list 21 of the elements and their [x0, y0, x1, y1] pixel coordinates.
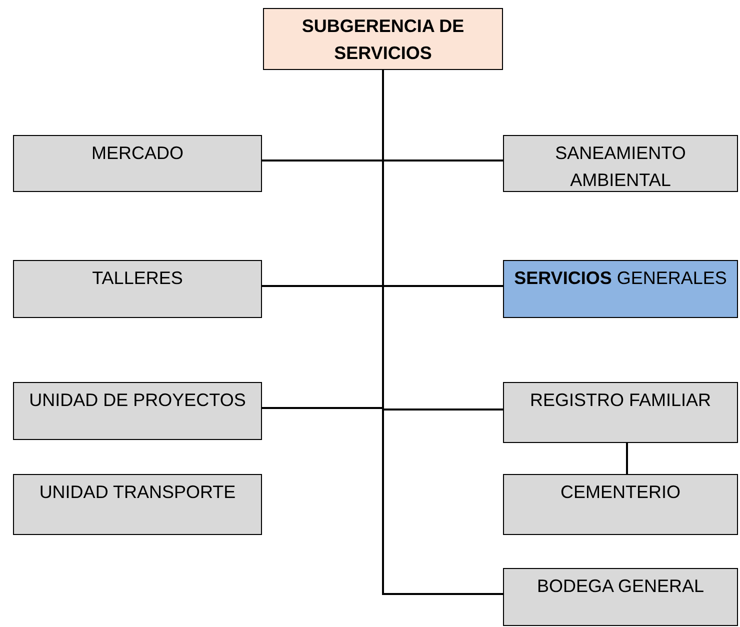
- unit-name: UNIDAD DE PROYECTOS: [28, 389, 247, 412]
- org-unit-box: [13, 135, 262, 192]
- org-unit-box: [503, 568, 738, 626]
- unit-name: SERVICIOS GENERALES: [513, 267, 728, 290]
- unit-name: MERCADO: [90, 142, 184, 165]
- unit-name: CEMENTERIO: [559, 481, 682, 504]
- unit-name: BODEGA GENERAL: [536, 575, 706, 598]
- unit-name: SUBGERENCIA DE SERVICIOS: [300, 15, 466, 65]
- org-unit-box: [263, 8, 503, 70]
- unit-name: UNIDAD TRANSPORTE: [38, 481, 237, 504]
- org-unit-box: [13, 474, 262, 535]
- connector-line: [626, 443, 628, 474]
- org-unit-box: [13, 260, 262, 318]
- org-unit-box: [13, 382, 262, 440]
- org-unit-box: [503, 382, 738, 443]
- unit-name: SANEAMIENTO AMBIENTAL: [554, 142, 687, 192]
- unit-name: REGISTRO FAMILIAR: [528, 389, 712, 412]
- unit-name: TALLERES: [91, 267, 184, 290]
- org-unit-box: [503, 135, 738, 192]
- org-unit-box: [503, 474, 738, 535]
- org-unit-box: [503, 260, 738, 318]
